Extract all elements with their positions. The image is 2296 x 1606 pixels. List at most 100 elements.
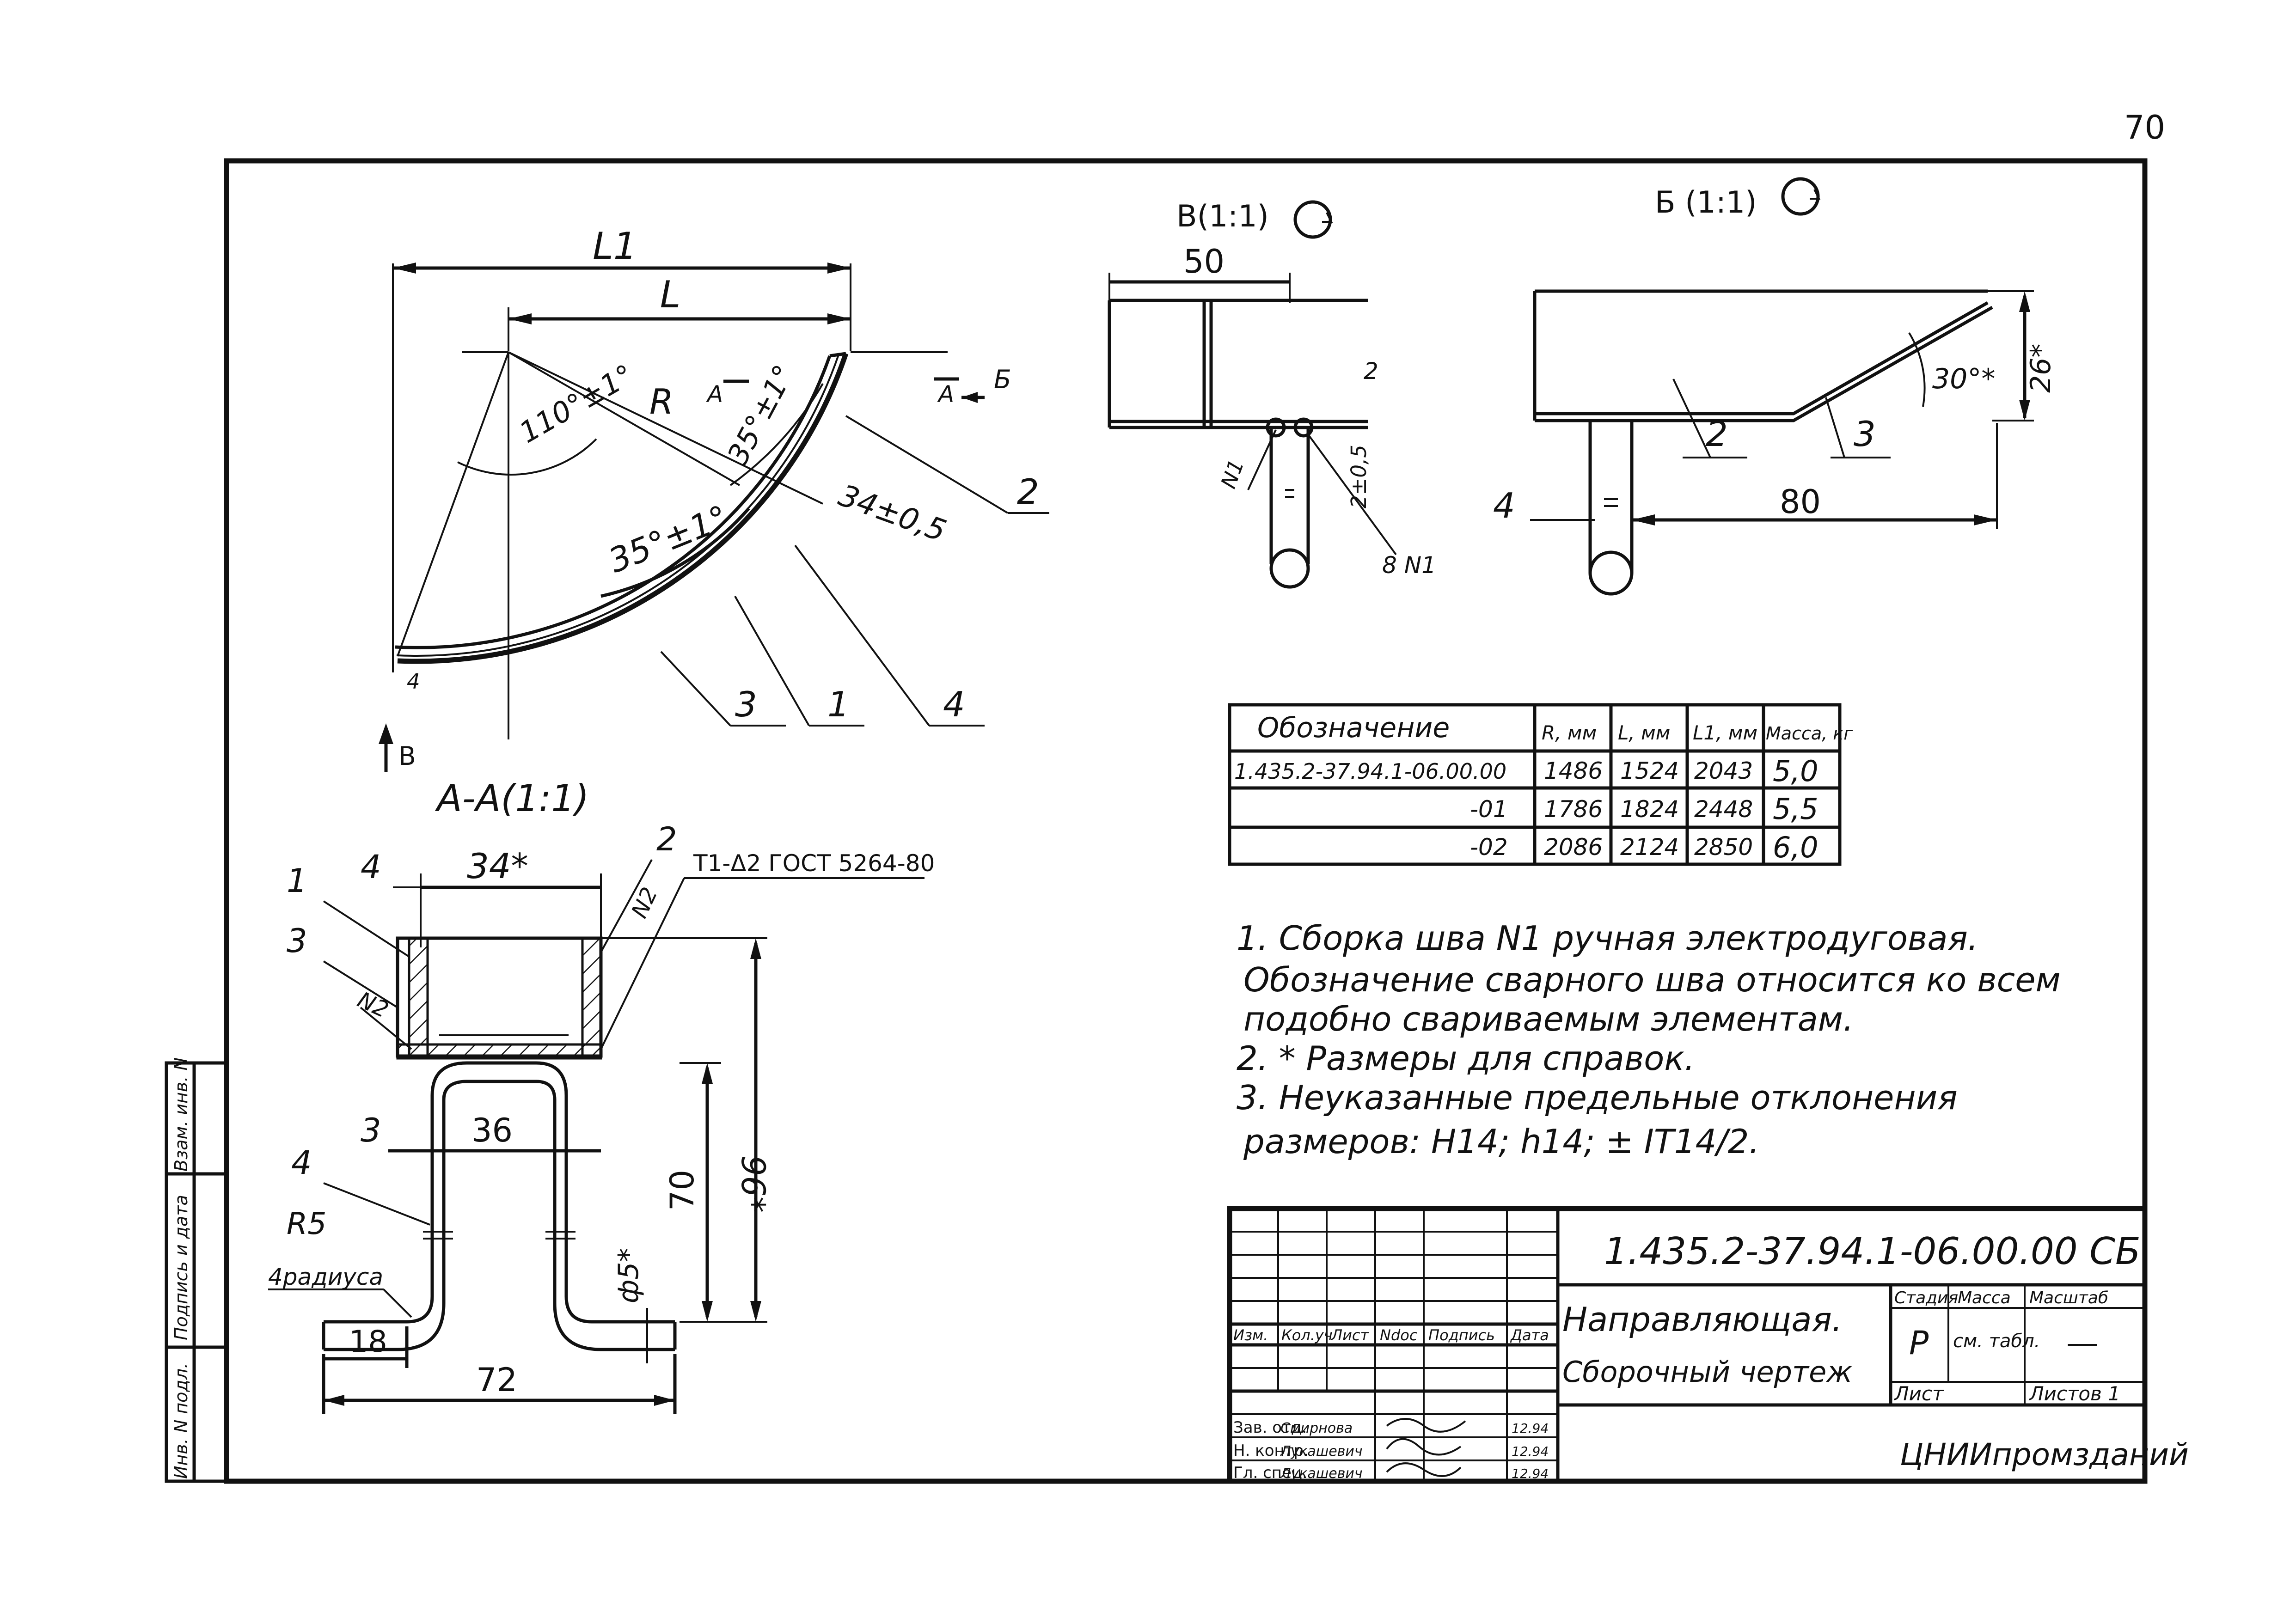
spec-r1-c3: 2448: [1694, 796, 1753, 823]
weld-8: 8 N1: [1382, 552, 1436, 579]
sec-pos-3: 3: [287, 922, 307, 960]
spec-header-4: Масса, кг: [1766, 723, 1853, 744]
plan-view: L1 L 110°±1° R 35°±1° 35°±1° 34±0,5: [379, 225, 1049, 772]
sec-pos-2: 2: [656, 820, 677, 858]
note-line-5: 3. Неуказанные предельные отклонения: [1237, 1078, 1958, 1117]
view-bb-title: Б (1:1): [1655, 185, 1757, 220]
sec-pos-1: 1: [287, 862, 307, 900]
note-line-1: 1. Сборка шва N1 ручная электродуговая.: [1237, 919, 1978, 958]
spec-header-3: L1, мм: [1693, 721, 1757, 744]
pos-4: 4: [943, 684, 965, 725]
spec-r1-c2: 1824: [1620, 796, 1679, 823]
sec-dim-4: 4: [361, 848, 381, 886]
weld-spec: Т1-Δ2 ГОСТ 5264-80: [693, 850, 935, 877]
dim-34: 34±0,5: [834, 478, 951, 549]
bb-pos-4: 4: [1493, 485, 1515, 526]
tb-scale-v: —: [2066, 1324, 2099, 1362]
note-line-3: подобно свариваемым элементам.: [1243, 1000, 1854, 1038]
view-b-title: В(1:1): [1176, 199, 1269, 234]
sig-name-2: Лукашевич: [1280, 1466, 1363, 1482]
section-title: А-А(1:1): [435, 777, 589, 820]
sec-dim-18: 18: [349, 1325, 387, 1359]
spec-r2-c0: -02: [1470, 834, 1508, 861]
dim-50: 50: [1183, 243, 1225, 281]
sig-role-0: Зав. отд.: [1233, 1418, 1307, 1437]
spec-r0-c3: 2043: [1694, 757, 1753, 784]
sig-role-1: Н. контр.: [1233, 1441, 1309, 1460]
spec-r1-c4: 5,5: [1773, 792, 1818, 826]
tb-scale-h: Масштаб: [2029, 1288, 2108, 1307]
note-line-2: Обозначение сварного шва относится ко вс…: [1243, 960, 2061, 999]
dim-2: 2: [1364, 358, 1378, 385]
spec-r0-c2: 1524: [1620, 757, 1679, 784]
bb-pos-3: 3: [1854, 414, 1876, 454]
dim-80: 80: [1780, 483, 1821, 521]
sec-dim-72: 72: [476, 1361, 517, 1399]
tb-org: ЦНИИпромзданий: [1900, 1437, 2189, 1472]
cut-a-right: А: [937, 381, 954, 408]
tb-mass-h: Масса: [1958, 1288, 2011, 1307]
note-line-4: 2. * Размеры для справок.: [1237, 1039, 1695, 1078]
page-number: 70: [2124, 109, 2165, 147]
view-b: В(1:1) 50 2 N1 2±0,5 8 N1: [1108, 199, 1436, 589]
angle-30: 30°*: [1932, 363, 1995, 395]
title-block: Изм. Кол.уч Лист Ndoc Подпись Дата Зав. …: [1227, 1206, 2189, 1484]
spec-header-2: L, мм: [1618, 721, 1670, 744]
tb-stage-v: Р: [1909, 1324, 1929, 1362]
tb-designation: 1.435.2-37.94.1-06.00.00 СБ: [1604, 1230, 2141, 1273]
spec-r0-c1: 1486: [1544, 757, 1603, 784]
note-line-6: размеров: Н14; h14; ± IT14/2.: [1243, 1122, 1759, 1161]
tb-col-3: Ndoc: [1380, 1326, 1418, 1344]
sec-dim-96: 96*: [734, 1155, 772, 1213]
weld-n1: N1: [1216, 456, 1249, 492]
pos-1: 1: [827, 684, 850, 725]
pos-3: 3: [735, 684, 757, 725]
tb-name-2: Сборочный чертеж: [1562, 1355, 1852, 1389]
section-aa: А-А(1:1) 34* 4 1 3 N2 2 N2 Т1-Δ2 ГОСТ 52…: [268, 777, 935, 1414]
dim-R: R: [649, 381, 673, 422]
sig-date-1: 12.94: [1512, 1444, 1549, 1459]
sec-dim-34: 34*: [467, 846, 528, 886]
spec-header-1: R, мм: [1542, 721, 1597, 744]
tb-col-4: Подпись: [1428, 1326, 1495, 1344]
stamp-vzam: Взам. инв. N: [171, 1057, 191, 1172]
sig-role-2: Гл. спец.: [1233, 1464, 1307, 1482]
sig-date-2: 12.94: [1512, 1466, 1549, 1481]
sec-pos-4: 4: [291, 1144, 312, 1182]
spec-r2-c1: 2086: [1544, 834, 1603, 861]
tb-col-0: Изм.: [1233, 1326, 1268, 1344]
spec-r0-c0: 1.435.2-37.94.1-06.00.00: [1234, 759, 1506, 784]
stamp-sign: Подпись и дата: [171, 1195, 191, 1340]
tb-col-1: Кол.уч: [1281, 1326, 1333, 1344]
spec-table: Обозначение R, мм L, мм L1, мм Масса, кг…: [1228, 703, 1853, 866]
arrow-b: В: [398, 741, 416, 771]
spec-r1-c0: -01: [1470, 796, 1508, 823]
radius-note: 4радиуса: [268, 1264, 383, 1290]
tb-name-1: Направляющая.: [1562, 1300, 1843, 1339]
spec-r1-c1: 1786: [1544, 796, 1603, 823]
guide-arc-outer: [397, 353, 849, 664]
pos-2: 2: [1017, 471, 1039, 512]
view-bb: Б (1:1) 26* 30°* 4 80 2 3: [1493, 177, 2057, 596]
tb-col-2: Лист: [1331, 1326, 1369, 1344]
sec-dim-3: 3: [361, 1111, 381, 1149]
dim-L1: L1: [593, 225, 637, 268]
spec-header-0: Обозначение: [1257, 712, 1450, 744]
notes: 1. Сборка шва N1 ручная электродуговая. …: [1237, 919, 2061, 1161]
tb-sheet: Лист: [1893, 1382, 1944, 1405]
spec-r2-c4: 6,0: [1773, 830, 1818, 864]
tb-sheets: Листов 1: [2028, 1382, 2120, 1405]
angle-110: 110°±1°: [514, 358, 639, 450]
dia-5: ф5*: [612, 1248, 645, 1303]
stamp-inv: Инв. N подл.: [171, 1363, 191, 1479]
tb-mass-v: см. табл.: [1953, 1331, 2040, 1352]
spec-r2-c2: 2124: [1620, 834, 1679, 861]
dim-26: 26*: [2025, 344, 2057, 393]
spec-r2-c3: 2850: [1694, 834, 1753, 861]
sig-date-0: 12.94: [1512, 1421, 1549, 1436]
sec-dim-36: 36: [471, 1111, 513, 1149]
weld-n2-right: N2: [626, 883, 663, 922]
dim-L: L: [660, 273, 681, 316]
tb-col-5: Дата: [1510, 1326, 1549, 1344]
cut-a-left: А: [706, 381, 723, 408]
